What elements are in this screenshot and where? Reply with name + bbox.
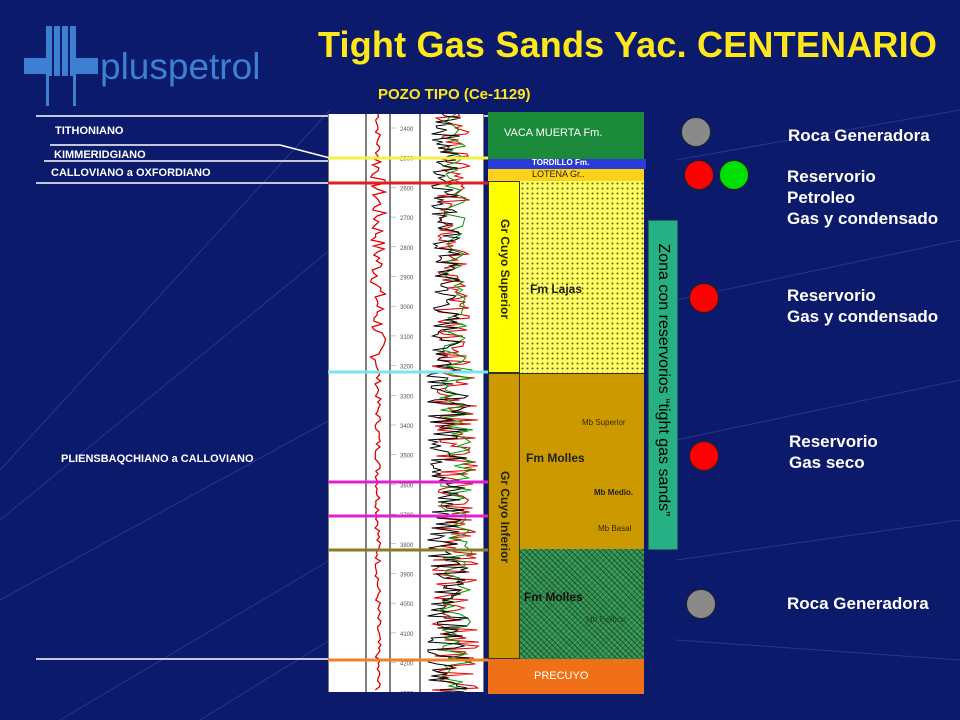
mb-basal-label: Mb Basal bbox=[598, 524, 632, 533]
age-pliensbaqchiano-calloviano: PLIENSBAQCHIANO a CALLOVIANO bbox=[61, 453, 254, 465]
fm-molles-label: Fm Molles bbox=[526, 451, 585, 465]
unit-lotena: LOTENA Gr.. bbox=[488, 169, 644, 181]
legend-reservoir-dry-gas-line2: Gas seco bbox=[789, 453, 865, 472]
depth-tick-label: 3000 bbox=[400, 305, 414, 311]
unit-fm-molles-lower: Fm Molles Mb Pelitico bbox=[520, 549, 644, 659]
marker-lines bbox=[328, 156, 488, 662]
lotena-label: LOTENA Gr.. bbox=[532, 169, 585, 179]
vaca-muerta-label: VACA MUERTA Fm. bbox=[504, 127, 603, 139]
resistivity-curve-black bbox=[425, 113, 471, 693]
gamma-ray-curve bbox=[368, 113, 389, 691]
fm-molles-lower-label: Fm Molles bbox=[524, 590, 583, 604]
reservoir-oil-dot-green bbox=[719, 160, 749, 190]
reservoir-dry-gas-dot bbox=[689, 441, 719, 471]
mb-medio-label: Mb Medio. bbox=[594, 488, 634, 497]
cuyo-inferior-label: Gr Cuyo Inferior bbox=[498, 470, 512, 563]
fm-lajas-label: Fm Lajas bbox=[530, 282, 583, 296]
depth-tick-label: 3800 bbox=[400, 543, 414, 549]
unit-fm-lajas: Fm Lajas bbox=[520, 181, 644, 373]
legend-reservoir-oil: Reservorio Petroleo Gas y condensado bbox=[787, 166, 938, 229]
depth-tick-label: 2400 bbox=[400, 127, 414, 133]
legend-reservoir-oil-line1: Reservorio bbox=[787, 167, 876, 186]
tight-gas-zone-label: Zona con reservorios “tight gas sands” bbox=[655, 243, 672, 517]
depth-tick-label: 3300 bbox=[400, 394, 414, 400]
legend-reservoir-condensate: Reservorio Gas y condensado bbox=[787, 285, 938, 327]
unit-cuyo-superior: Gr Cuyo Superior bbox=[488, 181, 520, 373]
cuyo-superior-label: Gr Cuyo Superior bbox=[498, 218, 512, 319]
depth-tick-label: 3900 bbox=[400, 573, 414, 579]
depth-tick-label: 2800 bbox=[400, 246, 414, 252]
depth-tick-label: 4100 bbox=[400, 632, 414, 638]
tordillo-label: TORDILLO Fm. bbox=[532, 158, 590, 167]
mb-superior-label: Mb Superior bbox=[582, 418, 626, 427]
page-title: Tight Gas Sands Yac. CENTENARIO bbox=[318, 24, 938, 65]
unit-precuyo: PRECUYO bbox=[488, 659, 644, 694]
stratigraphic-column: VACA MUERTA Fm. TORDILLO Fm. LOTENA Gr..… bbox=[488, 112, 646, 694]
age-tithoniano: TITHONIANO bbox=[55, 125, 124, 137]
unit-tordillo: TORDILLO Fm. bbox=[488, 158, 646, 169]
unit-vaca-muerta: VACA MUERTA Fm. bbox=[488, 112, 644, 159]
tight-gas-zone: Zona con reservorios “tight gas sands” bbox=[648, 220, 678, 550]
unit-cuyo-inferior: Gr Cuyo Inferior bbox=[488, 373, 520, 659]
depth-tick-label: 3600 bbox=[400, 483, 414, 489]
source-rock-bottom-dot bbox=[686, 589, 716, 619]
pluspetrol-logo-icon bbox=[24, 26, 98, 106]
depth-tick-label: 2900 bbox=[400, 276, 414, 282]
mb-pelitico-label: Mb Pelitico bbox=[586, 615, 626, 624]
depth-tick-label: 4000 bbox=[400, 602, 414, 608]
legend-reservoir-dry-gas-line1: Reservorio bbox=[789, 432, 878, 451]
well-label: POZO TIPO (Ce-1129) bbox=[378, 86, 531, 103]
legend-reservoir-condensate-line2: Gas y condensado bbox=[787, 307, 939, 326]
source-rock-top-dot bbox=[681, 117, 711, 147]
legend-source-rock-top: Roca Generadora bbox=[788, 126, 930, 145]
unit-fm-molles-upper: Mb Superior Fm Molles Mb Medio. Mb Basal bbox=[520, 373, 644, 549]
brand-name: pluspetrol bbox=[100, 46, 261, 87]
depth-tick-label: 3200 bbox=[400, 365, 414, 371]
legend-reservoir-oil-line2: Petroleo bbox=[787, 188, 856, 207]
legend-reservoir-dry-gas: Reservorio Gas seco bbox=[789, 431, 878, 473]
depth-tick-label: 2500 bbox=[400, 157, 414, 163]
legend-reservoir-oil-line3: Gas y condensado bbox=[787, 209, 939, 228]
depth-tick-label: 3400 bbox=[400, 424, 414, 430]
depth-tick-label: 4200 bbox=[400, 662, 414, 668]
depth-tick-label: 2700 bbox=[400, 216, 414, 222]
reservoir-condensate-dot bbox=[689, 283, 719, 313]
depth-tick-label: 2600 bbox=[400, 186, 414, 192]
precuyo-label: PRECUYO bbox=[534, 670, 589, 682]
age-calloviano-oxfordiano: CALLOVIANO a OXFORDIANO bbox=[51, 167, 211, 179]
reservoir-oil-dot-red bbox=[684, 160, 714, 190]
depth-tick-label: 3500 bbox=[400, 454, 414, 460]
depth-tick-label: 3100 bbox=[400, 335, 414, 341]
legend-reservoir-condensate-line1: Reservorio bbox=[787, 286, 876, 305]
age-kimmeridgiano: KIMMERIDGIANO bbox=[54, 149, 146, 161]
legend-source-rock-bottom: Roca Generadora bbox=[787, 594, 929, 613]
